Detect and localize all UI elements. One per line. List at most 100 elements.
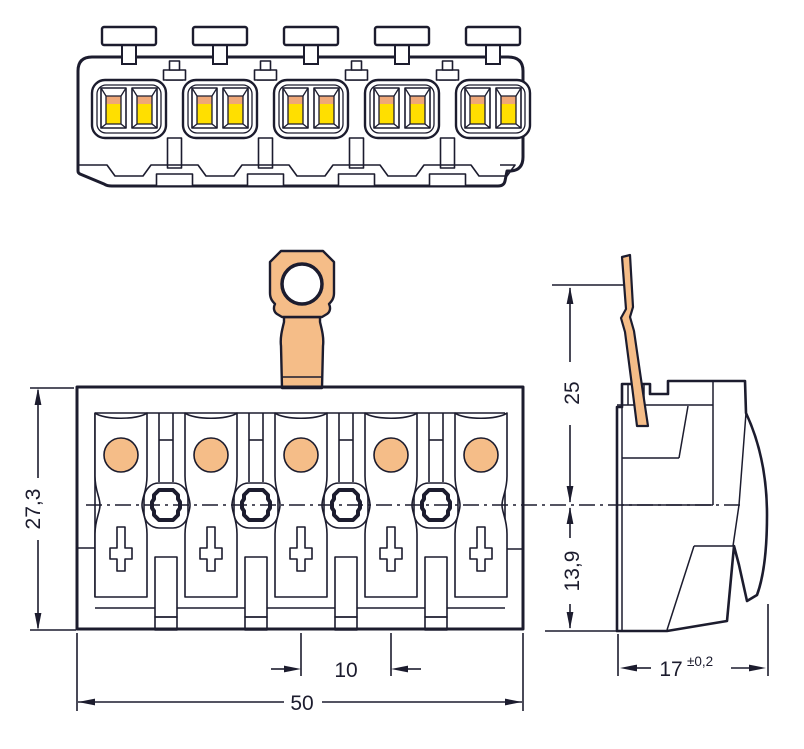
ground-lug-hole [280,262,324,306]
dim-width: 50 [76,633,524,715]
clamp-spring [106,96,121,104]
release-slot-icon [109,526,133,572]
wire-funnel [197,104,212,124]
release-slot-icon [379,526,403,572]
clamp-spring [228,96,243,104]
clamp-spring [197,96,212,104]
wire-funnel [106,104,121,124]
wire-entry [282,87,309,129]
wire-entry [495,87,522,129]
dim-width-label: 50 [290,692,313,715]
partition-slot [439,137,456,169]
contact-point [193,437,229,473]
wire-entry [191,87,218,129]
top-pole [454,25,532,140]
side-view [615,253,769,633]
ground-lug [268,249,336,390]
top-partition [344,60,369,169]
push-button-stem [121,43,137,65]
top-pole [90,25,168,140]
wire-entry [222,87,249,129]
release-slot-icon [289,526,313,572]
top-pole [272,25,350,140]
fixing-hole [240,488,272,522]
clamp-recess-inner [187,84,253,134]
clamp-recess-inner [369,84,435,134]
push-button [191,25,249,47]
push-button [373,25,431,47]
mounting-foot [155,173,194,187]
mounting-foot [246,173,285,187]
top-partition [162,60,187,169]
clamp-spring [288,96,303,104]
push-button-stem [394,43,410,65]
dimensions: 27,3 50 10 25 [22,284,769,715]
top-partition [253,60,278,169]
dim-pitch: 10 [271,633,421,682]
clamp-spring [137,96,152,104]
front-view-partition-features [143,413,459,631]
release-slot-icon [199,526,223,572]
contact-point [283,437,319,473]
bottom-profile-line [78,164,516,177]
dim-tab-height-label: 25 [561,381,584,404]
wire-entry [100,87,127,129]
front-view [75,249,525,631]
clamp-spring [470,96,485,104]
mounting-foot [337,173,376,187]
front-partition [323,413,369,631]
mounting-foot [428,173,467,187]
side-view-internal-lines [617,381,747,631]
wire-funnel [288,104,303,124]
dim-depth-tolerance-label: ±0,2 [687,654,713,669]
wire-entry [464,87,491,129]
wire-funnel [228,104,243,124]
fixing-hole [330,488,362,522]
wire-funnel [319,104,334,124]
push-button [282,25,340,47]
clamp-recess-inner [278,84,344,134]
top-view-partition-features [162,60,460,169]
partition-slot [166,137,183,169]
partition-slot [348,137,365,169]
release-slot-icon [469,526,493,572]
top-pole [363,25,441,140]
clamp-spring [319,96,334,104]
clamp-spring [410,96,425,104]
push-button [100,25,158,47]
wire-funnel [137,104,152,124]
top-partition [435,60,460,169]
front-partition [233,413,279,631]
dim-height: 27,3 [22,387,76,631]
push-button-stem [212,43,228,65]
dim-tab-height: 25 [552,284,624,503]
dim-pitch-label: 10 [334,659,357,682]
wire-funnel [470,104,485,124]
wire-funnel [501,104,516,124]
wire-entry [373,87,400,129]
push-button [464,25,522,47]
wire-entry [313,87,340,129]
dim-lower-height-label: 13,9 [561,551,584,592]
clamp-recess-inner [96,84,162,134]
dim-depth-label: 17 [659,658,682,681]
grounding-tab [619,253,650,428]
side-view-outline [615,379,769,633]
push-button-stem [485,43,501,65]
partition-slot [257,137,274,169]
contact-point [373,437,409,473]
clamp-recess-inner [460,84,526,134]
top-pole [181,25,259,140]
top-view [76,25,532,188]
push-button-stem [303,43,319,65]
clamp-spring [379,96,394,104]
front-view-body-outline [75,385,525,631]
top-view-poles [90,25,532,140]
wire-funnel [410,104,425,124]
wire-entry [131,87,158,129]
dim-lower-height: 13,9 [545,507,617,632]
top-view-bottom-profile [78,164,516,187]
front-pole [454,412,508,598]
